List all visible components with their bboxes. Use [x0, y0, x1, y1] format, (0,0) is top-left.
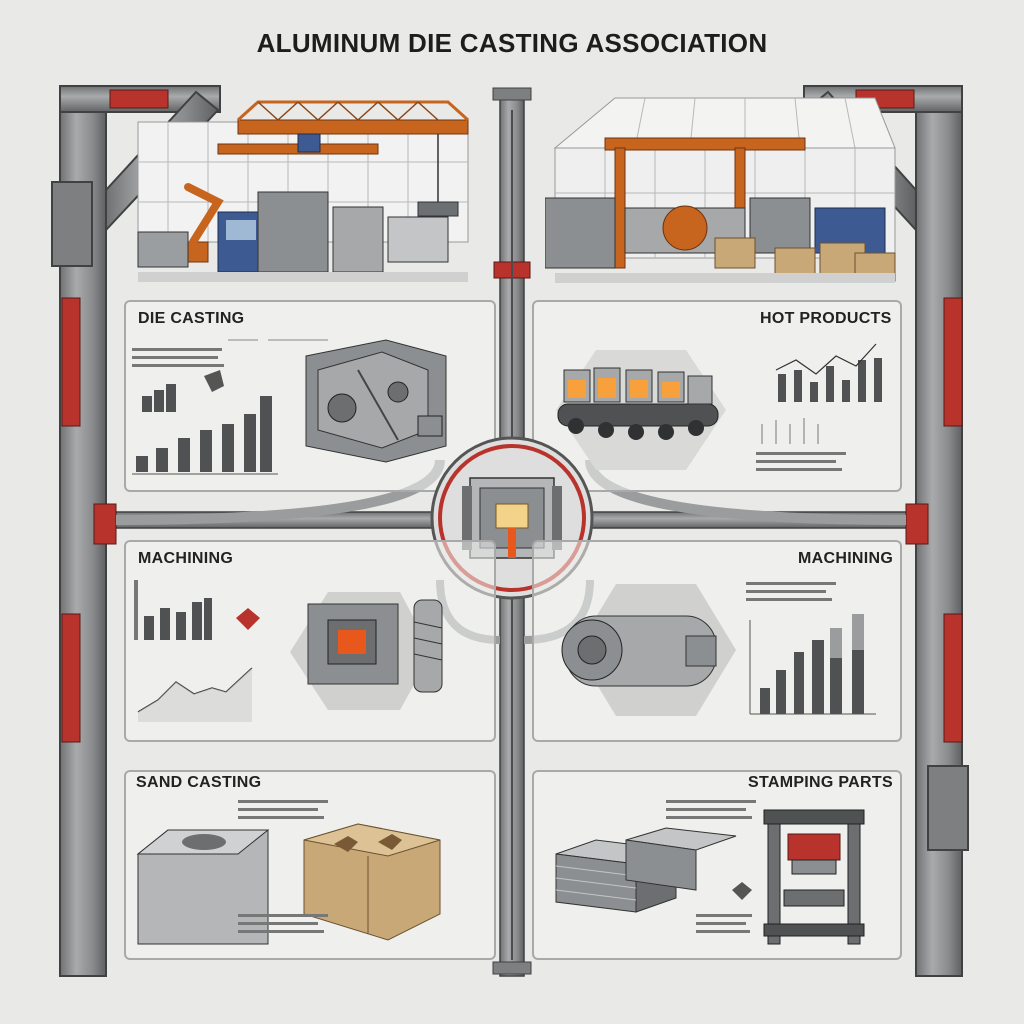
sand-casting-graphics [136, 800, 441, 945]
section-title-machining-right: MACHINING [798, 550, 894, 567]
machining-right-graphics [561, 582, 876, 716]
machining-left-graphics [134, 580, 443, 722]
page-title: ALUMINUM DIE CASTING ASSOCIATION [256, 28, 768, 58]
section-title-stamping-parts: STAMPING PARTS [748, 774, 893, 791]
die-mold-icon [462, 477, 562, 559]
section-title-machining-left: MACHINING [138, 550, 234, 567]
molten-cups-conveyor-icon [557, 367, 719, 440]
hot-products-graphics [556, 343, 882, 471]
crane-icon [217, 100, 470, 217]
factory-scene-right [545, 97, 896, 283]
sand-mold-blocks-icon [303, 823, 441, 941]
stamping-press-icon [763, 809, 865, 945]
section-title-hot-products: HOT PRODUCTS [760, 310, 892, 327]
mold-block-icon [307, 603, 399, 685]
metal-sheets-icon [555, 827, 737, 913]
section-title-sand-casting: SAND CASTING [136, 774, 262, 791]
engine-block-icon [305, 339, 447, 463]
stamping-parts-graphics [555, 800, 865, 945]
section-title-die-casting: DIE CASTING [138, 310, 245, 327]
die-casting-graphics [132, 339, 447, 475]
turbocharger-icon [561, 615, 717, 687]
factory-scene-left [137, 100, 470, 282]
